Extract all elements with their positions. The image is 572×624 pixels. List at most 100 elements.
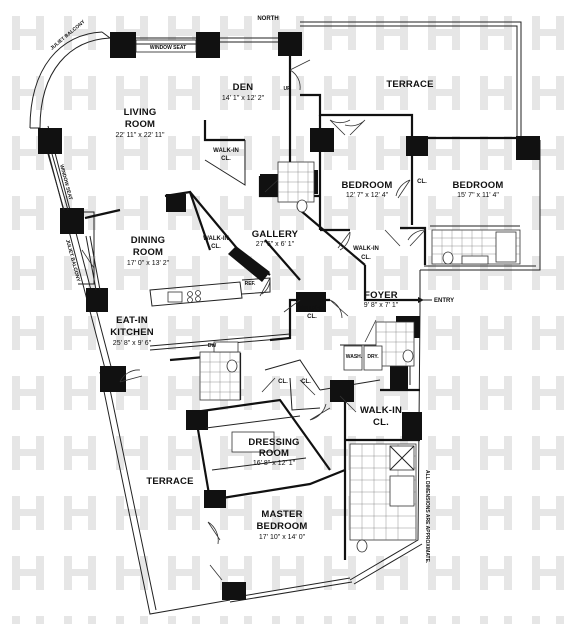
- dressing-room-name: DRESSING: [248, 437, 299, 448]
- doors: [81, 59, 426, 581]
- bedroom1-dims: 12' 7" x 12' 4": [346, 192, 389, 199]
- watermark-logo-icon: [532, 556, 564, 590]
- watermark-logo-icon: [324, 136, 356, 170]
- watermark-logo-icon: [324, 196, 356, 230]
- watermark-logo-icon: [168, 556, 200, 590]
- dressing-room-dims: 16' 8" x 12' 1": [253, 460, 296, 467]
- watermark-logo-icon: [532, 496, 564, 530]
- watermark-logo-icon: [272, 616, 304, 624]
- watermark-logo-icon: [480, 496, 512, 530]
- watermark-logo-icon: [168, 196, 200, 230]
- watermark-logo-icon: [220, 136, 252, 170]
- watermark-logo-icon: [428, 436, 460, 470]
- kitchen-bath: [199, 351, 241, 401]
- dressing-room-name-2: ROOM: [259, 448, 289, 459]
- watermark-logo-icon: [428, 196, 460, 230]
- walkin-cl-kitchen-line1: WALK-IN: [299, 306, 325, 312]
- watermark-logo-icon: [532, 256, 564, 290]
- washer-label: WASH.: [346, 354, 363, 360]
- watermark-logo-icon: [168, 256, 200, 290]
- foyer-name: FOYER: [364, 290, 398, 301]
- watermark-logo-icon: [64, 136, 96, 170]
- watermark-logo-icon: [376, 196, 408, 230]
- watermark-logo-icon: [376, 376, 408, 410]
- bedroom1-name: BEDROOM: [341, 180, 392, 191]
- watermark-logo-icon: [64, 376, 96, 410]
- watermark-logo-icon: [480, 256, 512, 290]
- foyer-dims: 9' 8" x 7' 1": [364, 302, 399, 309]
- walkin-cl-den-line2: CL.: [221, 156, 231, 162]
- watermark-logo-icon: [480, 196, 512, 230]
- den-dims: 14' 1" x 12' 2": [222, 95, 265, 102]
- walkin-cl-kitchen-line2: CL.: [307, 314, 317, 320]
- terrace-bottom-name: TERRACE: [146, 476, 193, 487]
- watermark-logo-icon: [168, 376, 200, 410]
- watermark-logo-icon: [116, 76, 148, 110]
- watermark-logo-icon: [272, 136, 304, 170]
- den-up-label: UP: [284, 86, 292, 92]
- compass-north: NORTH: [257, 16, 278, 22]
- dishwasher-label: DW: [208, 343, 217, 349]
- watermark-logo-icon: [116, 196, 148, 230]
- kitchen-name-2: KITCHEN: [110, 327, 154, 338]
- watermark-logo-icon: [532, 376, 564, 410]
- entry-arrow-icon: [418, 297, 432, 303]
- watermark-logo-icon: [428, 316, 460, 350]
- watermark-logo-icon: [220, 196, 252, 230]
- watermark-logo-icon: [220, 496, 252, 530]
- watermark-logo-icon: [428, 496, 460, 530]
- terrace-top-name: TERRACE: [386, 79, 433, 90]
- watermark-logo-icon: [272, 376, 304, 410]
- watermark-logo-icon: [376, 616, 408, 624]
- watermark-logo-icon: [64, 556, 96, 590]
- watermark-logo-icon: [480, 16, 512, 50]
- watermark-logo-icon: [116, 256, 148, 290]
- walkin-cl-den-line1: WALK-IN: [213, 148, 239, 154]
- kitchen-name: EAT-IN: [116, 315, 148, 326]
- watermark-logo-icon: [480, 436, 512, 470]
- walkin-cl-master-line2: CL.: [373, 417, 389, 428]
- master-bedroom-name: MASTER: [261, 509, 302, 520]
- watermark-logo-icon: [168, 436, 200, 470]
- watermark-logo-icon: [324, 256, 356, 290]
- watermark-logo-icon: [324, 556, 356, 590]
- watermark-logo-icon: [428, 16, 460, 50]
- watermark-logo-icon: [220, 256, 252, 290]
- watermark-logo-icon: [220, 616, 252, 624]
- dryer-label: DRY.: [367, 354, 379, 360]
- watermark-logo-icon: [324, 16, 356, 50]
- dressing-island: [205, 415, 307, 471]
- watermark-logo-icon: [220, 316, 252, 350]
- watermark-logo-icon: [480, 376, 512, 410]
- walkin-cl-dining-line2: CL.: [211, 244, 221, 250]
- watermark-logo-icon: [376, 256, 408, 290]
- watermark-logo-icon: [220, 436, 252, 470]
- watermark-logo-icon: [12, 436, 44, 470]
- watermark-logo-icon: [532, 76, 564, 110]
- watermark-logo-icon: [12, 556, 44, 590]
- watermark-logo-icon: [168, 496, 200, 530]
- kitchen-appliances: [167, 290, 239, 353]
- watermark-logo-icon: [272, 496, 304, 530]
- watermark-logo-icon: [220, 76, 252, 110]
- watermark-logo-icon: [428, 76, 460, 110]
- watermark-logo-icon: [376, 76, 408, 110]
- dining-room-name-2: ROOM: [133, 247, 163, 258]
- watermark-logo-icon: [376, 556, 408, 590]
- watermark-logo-icon: [428, 616, 460, 624]
- watermark-logo-icon: [272, 316, 304, 350]
- watermark-logo-icon: [480, 316, 512, 350]
- gallery-name: GALLERY: [252, 229, 299, 240]
- living-room-dims: 22' 11" x 22' 11": [115, 132, 165, 139]
- watermark-logo-icon: [480, 76, 512, 110]
- dining-room-dims: 17' 0" x 13' 2": [127, 260, 170, 267]
- watermark-logo-icon: [64, 616, 96, 624]
- walkin-cl-gallery-line1: WALK-IN: [353, 246, 379, 252]
- closet-dressing-2: CL.: [301, 379, 311, 385]
- watermark-logo-icon: [480, 616, 512, 624]
- master-bedroom-name-2: BEDROOM: [256, 521, 307, 532]
- watermark-logo-icon: [480, 136, 512, 170]
- entry-label: ENTRY: [434, 298, 454, 304]
- window-seat-label: WINDOW SEAT: [150, 45, 186, 51]
